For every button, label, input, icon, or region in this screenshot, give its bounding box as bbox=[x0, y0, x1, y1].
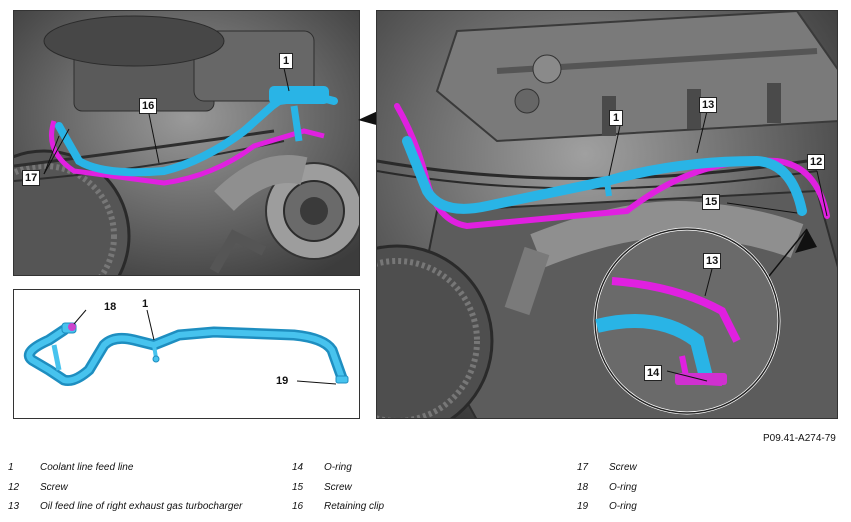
legend-text: O-ring bbox=[609, 501, 637, 512]
legend-text: Screw bbox=[324, 482, 352, 493]
callout-12: 12 bbox=[807, 154, 826, 170]
legend-text: Screw bbox=[40, 482, 68, 493]
legend-number: 12 bbox=[8, 482, 20, 493]
callout-17: 17 bbox=[22, 170, 41, 186]
callout-13-right: 13 bbox=[699, 97, 718, 113]
figure-reference-code: P09.41-A274-79 bbox=[763, 433, 836, 444]
legend-number: 18 bbox=[577, 482, 589, 493]
coolant-line-detail bbox=[23, 309, 349, 386]
callout-19: 19 bbox=[276, 375, 289, 387]
legend-text: Coolant line feed line bbox=[40, 462, 134, 473]
view-pointer-arrow bbox=[358, 110, 380, 126]
legend-text: Retaining clip bbox=[324, 501, 385, 512]
legend-number: 19 bbox=[577, 501, 589, 512]
engine-view-top-left: 1 16 17 bbox=[13, 10, 360, 276]
legend-number: 13 bbox=[8, 501, 20, 512]
legend-number: 1 bbox=[8, 462, 14, 473]
legend-number: 16 bbox=[292, 501, 304, 512]
legend: 1 Coolant line feed line 12 Screw 13 Oil… bbox=[0, 462, 851, 522]
engine-illustration-left bbox=[14, 11, 359, 275]
callout-1-top-left: 1 bbox=[279, 53, 293, 69]
legend-number: 15 bbox=[292, 482, 304, 493]
legend-text: Screw bbox=[609, 462, 637, 473]
legend-number: 17 bbox=[577, 462, 589, 473]
callout-18: 18 bbox=[104, 301, 117, 313]
callout-13-zoom: 13 bbox=[703, 253, 722, 269]
engine-illustration-right bbox=[377, 11, 837, 418]
part-detail-view: 18 1 19 bbox=[13, 289, 360, 419]
legend-text: O-ring bbox=[324, 462, 352, 473]
callout-16: 16 bbox=[139, 98, 158, 114]
legend-text: O-ring bbox=[609, 482, 637, 493]
callout-1-detail: 1 bbox=[142, 298, 149, 310]
callout-15: 15 bbox=[702, 194, 721, 210]
callout-1-right: 1 bbox=[609, 110, 623, 126]
legend-text: Oil feed line of right exhaust gas turbo… bbox=[40, 501, 243, 512]
engine-view-right: 1 13 12 15 13 14 bbox=[376, 10, 838, 419]
callout-14: 14 bbox=[644, 365, 663, 381]
legend-number: 14 bbox=[292, 462, 304, 473]
